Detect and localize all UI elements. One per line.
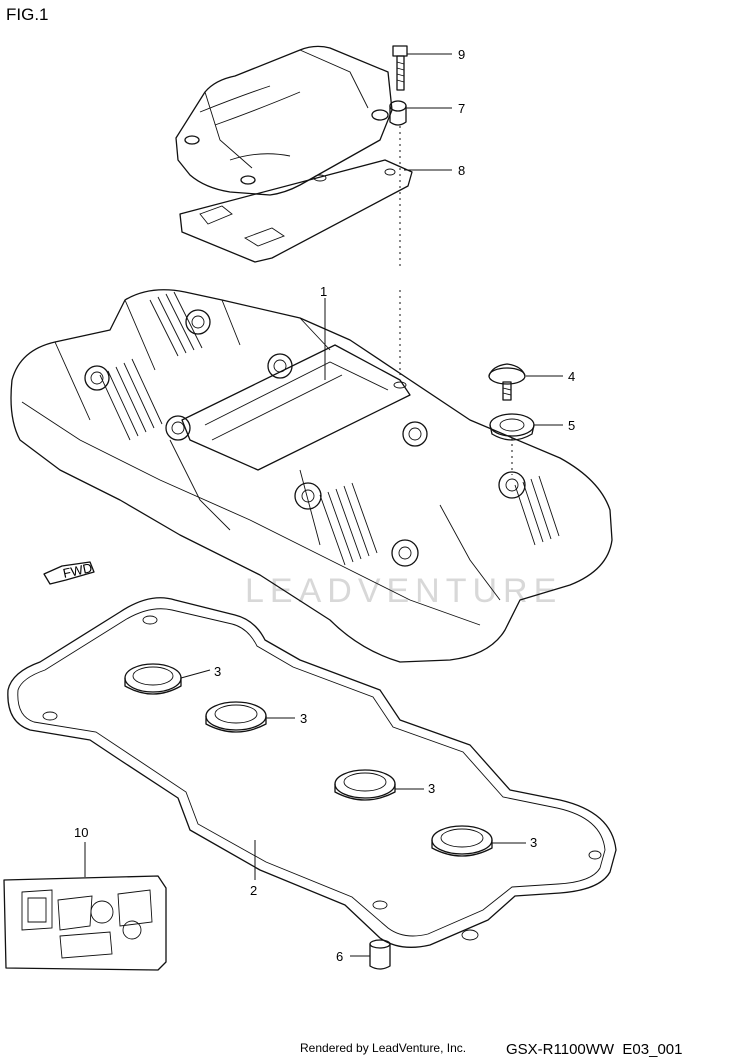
plug-hole-gasket[interactable] xyxy=(124,663,182,695)
callout-7: 7 xyxy=(458,101,465,116)
callout-9: 9 xyxy=(458,47,465,62)
callout-6: 6 xyxy=(336,949,343,964)
gasket-set[interactable] xyxy=(3,875,167,971)
plug-hole-gasket[interactable] xyxy=(205,701,267,733)
callout-4: 4 xyxy=(568,369,575,384)
washer[interactable] xyxy=(389,100,407,126)
footer-rendered-by: Rendered by LeadVenture, Inc. xyxy=(300,1041,466,1055)
cap-bolt[interactable] xyxy=(488,363,526,401)
cylinder-head-cover[interactable] xyxy=(10,289,613,663)
head-cover-gasket[interactable] xyxy=(7,597,617,948)
fwd-arrow-text: FWD xyxy=(62,560,94,581)
callout-3: 3 xyxy=(300,711,307,726)
callout-2: 2 xyxy=(250,883,257,898)
callout-3: 3 xyxy=(428,781,435,796)
callout-5: 5 xyxy=(568,418,575,433)
bolt[interactable] xyxy=(392,45,408,91)
callout-1: 1 xyxy=(320,284,327,299)
figure-title: FIG.1 xyxy=(6,5,49,24)
fwd-arrow-icon: FWD xyxy=(43,560,95,585)
plug-hole-gasket[interactable] xyxy=(334,769,396,801)
callout-3: 3 xyxy=(530,835,537,850)
callout-8: 8 xyxy=(458,163,465,178)
callout-10: 10 xyxy=(74,825,88,840)
breather-plate-gasket[interactable] xyxy=(179,159,413,263)
watermark: LEADVENTURE xyxy=(245,572,562,610)
plug-hole-gasket[interactable] xyxy=(431,825,493,857)
breather-cover[interactable] xyxy=(175,45,393,196)
dowel-pin[interactable] xyxy=(369,939,391,970)
grommet[interactable] xyxy=(489,413,535,441)
footer-diagram-code: GSX-R1100WW E03_001 xyxy=(506,1041,682,1058)
callout-3: 3 xyxy=(214,664,221,679)
leader-lines xyxy=(84,53,563,957)
